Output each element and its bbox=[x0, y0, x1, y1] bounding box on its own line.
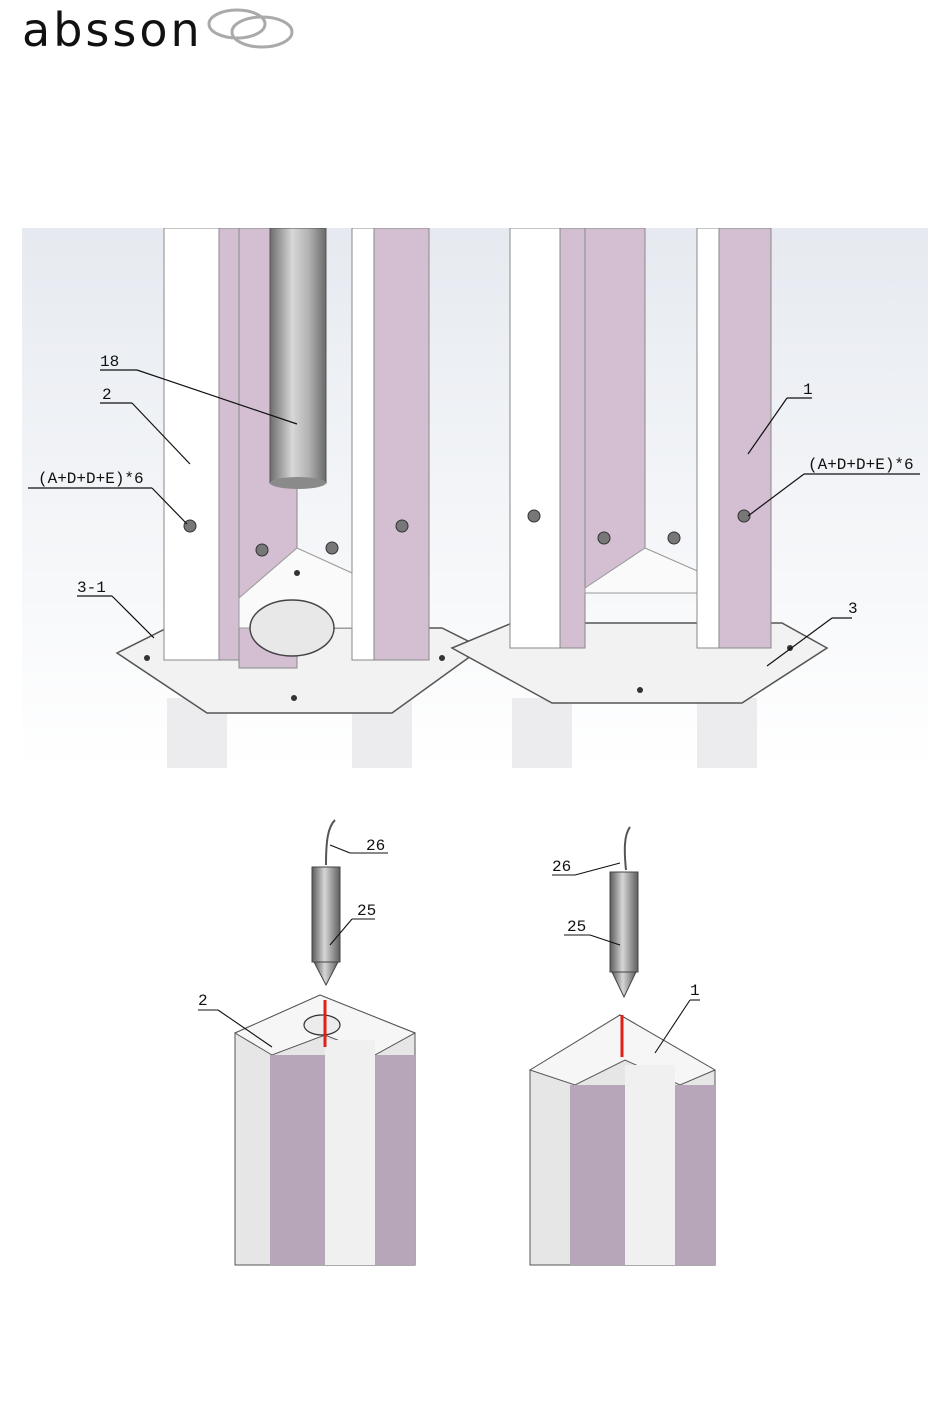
label-formula-right: (A+D+D+E)*6 bbox=[808, 456, 914, 474]
logo-rings-icon bbox=[202, 2, 322, 62]
label-26-left: 26 bbox=[366, 837, 385, 855]
column-2-panel bbox=[219, 228, 239, 660]
figure-background bbox=[22, 228, 928, 768]
pipe-18 bbox=[270, 228, 326, 483]
column-1-panel bbox=[719, 228, 771, 648]
label-2: 2 bbox=[102, 386, 112, 404]
label-formula-left: (A+D+D+E)*6 bbox=[38, 470, 144, 488]
plate-hole bbox=[250, 600, 334, 656]
footer-link[interactable] bbox=[56, 1352, 237, 1368]
logo-text: absson bbox=[22, 2, 203, 58]
tool-25-left bbox=[312, 867, 340, 962]
brand-logo: absson bbox=[22, 2, 322, 62]
top-assembly-figure: 18 2 (A+D+D+E)*6 3-1 1 (A+D+D+E)*6 3 bbox=[22, 228, 928, 768]
label-3-1: 3-1 bbox=[77, 579, 106, 597]
label-1-bottom: 1 bbox=[690, 982, 700, 1000]
label-18: 18 bbox=[100, 353, 119, 371]
column-2-front bbox=[164, 228, 219, 660]
label-2-bottom: 2 bbox=[198, 992, 208, 1010]
tool-25-right bbox=[610, 872, 638, 972]
label-25-right: 25 bbox=[567, 918, 586, 936]
bottom-detail-figure: 26 25 2 26 25 1 bbox=[180, 815, 780, 1270]
label-1: 1 bbox=[803, 381, 813, 399]
label-26-right: 26 bbox=[552, 858, 571, 876]
label-25-left: 25 bbox=[357, 902, 376, 920]
label-3: 3 bbox=[848, 600, 858, 618]
